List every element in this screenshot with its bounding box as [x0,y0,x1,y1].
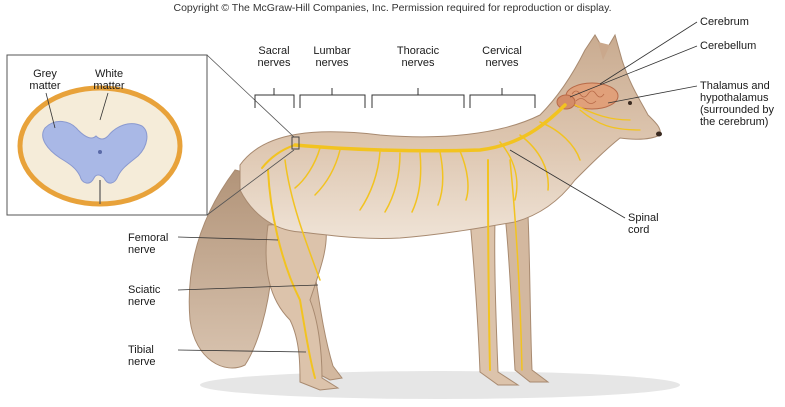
fore-leg-near [469,219,520,386]
grey-matter-pointer [45,92,56,129]
label-cerebrum: Cerebrum [700,16,749,28]
cerebellum-shape [556,94,576,110]
leader-lines [177,21,698,353]
nose [656,131,662,137]
label-cerebellum: Cerebellum [700,40,757,52]
region-brackets [254,88,536,108]
zoom-line-bottom [206,149,295,216]
spinal-cord-cross-section [6,54,300,216]
hind-leg-near [265,221,340,391]
grey-matter-shape [42,121,148,184]
spine-highlight-box [291,136,300,150]
brain-folds [571,90,605,104]
fore-leg-far [504,214,550,383]
nerve-network [261,103,641,379]
copyright-notice: Copyright © The McGraw-Hill Companies, I… [173,2,612,14]
white-matter-pointer [99,92,109,121]
central-canal [98,150,102,154]
zoom-line-top [206,54,295,138]
ear-inner [598,42,610,60]
label-thalamus-hypothalamus: Thalamus and hypothalamus (surrounded by… [700,80,774,128]
body [239,33,661,239]
eye [628,101,632,105]
ground-shadow [200,371,680,399]
